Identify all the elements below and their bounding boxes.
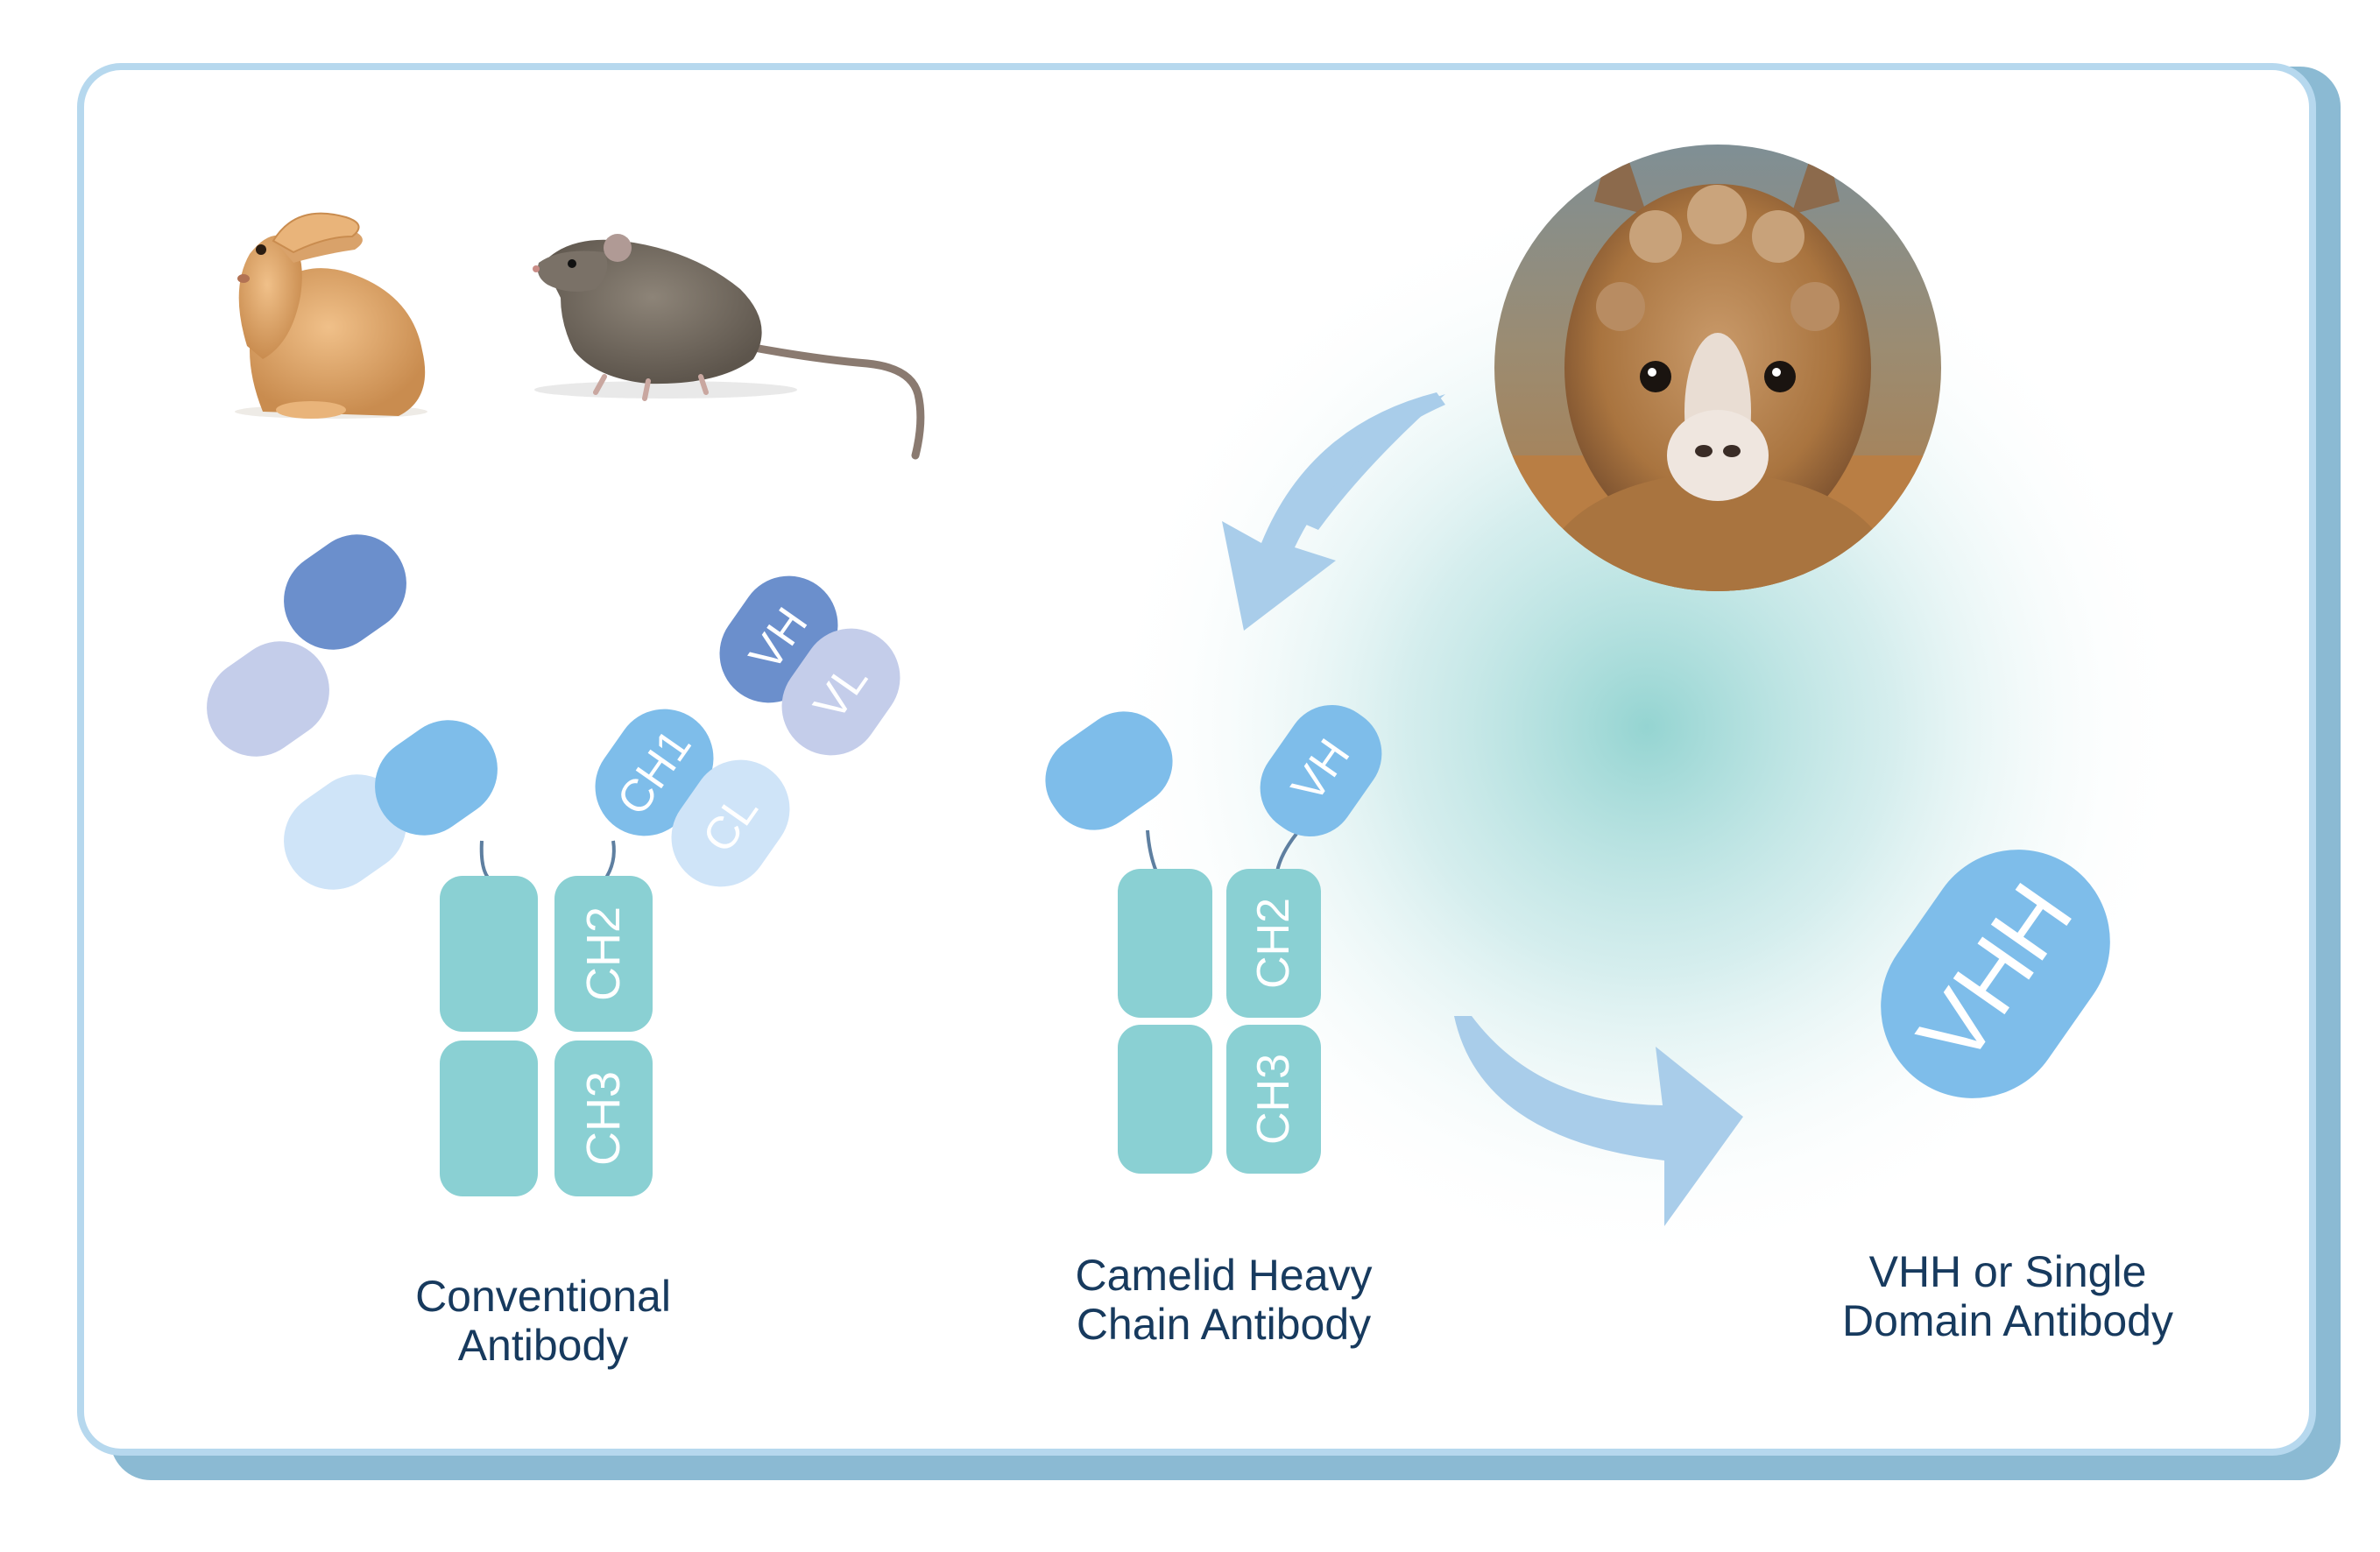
alpaca-photo (1494, 145, 1941, 591)
caption-vhh-line-1: VHH or Single (1868, 1247, 2147, 1296)
heavy-chain-ch2-right (554, 876, 653, 1032)
caption-conventional-line-1: Conventional (415, 1272, 671, 1321)
right-light-constant: CL (671, 759, 790, 887)
conventional-antibody: CH2 CH3 VH VL CH1 CL (207, 534, 900, 1196)
caption-camelid-line-2: Chain Antibody (1076, 1300, 1372, 1349)
camelid-ch2-right (1226, 869, 1321, 1018)
heavy-chain-ch3-right (554, 1041, 653, 1196)
label-ch3: CH3 (577, 1071, 630, 1166)
arrow-camelid-to-vhh (1454, 1016, 1743, 1226)
caption-vhh-antibody: VHH or Single Domain Antibody (1762, 1247, 2253, 1345)
camelid-right-vh: VH (1260, 704, 1382, 837)
caption-conventional-line-2: Antibody (457, 1321, 629, 1370)
left-heavy-variable (284, 534, 406, 650)
camelid-label-ch2: CH2 (1248, 898, 1299, 989)
caption-vhh-line-2: Domain Antibody (1841, 1296, 2173, 1345)
camelid-ch2-left (1118, 869, 1212, 1018)
caption-conventional-antibody: Conventional Antibody (298, 1272, 788, 1370)
camelid-ch3-right (1226, 1025, 1321, 1174)
camelid-label-ch3: CH3 (1248, 1054, 1299, 1145)
caption-camelid-antibody: Camelid Heavy Chain Antibody (978, 1251, 1469, 1349)
left-light-variable (207, 641, 329, 757)
camelid-antibody: CH2 CH3 VH (1045, 704, 1382, 1174)
camelid-hinge-left (1146, 829, 1158, 872)
left-light-constant (284, 774, 406, 890)
camelid-hinge-right (1275, 832, 1298, 872)
label-ch2: CH2 (577, 907, 630, 1001)
rabbit-photo (235, 212, 427, 419)
vhh-domain: VHH (1881, 850, 2110, 1098)
caption-camelid-line-1: Camelid Heavy (1075, 1251, 1373, 1300)
heavy-chain-ch3-left (440, 1041, 538, 1196)
heavy-chain-ch2-left (440, 876, 538, 1032)
camelid-ch3-left (1118, 1025, 1212, 1174)
camelid-left-vh (1045, 711, 1173, 830)
arrow-alpaca-to-camelid (1222, 392, 1445, 631)
left-heavy-ch1 (375, 720, 498, 836)
right-light-variable: VL (781, 628, 900, 756)
rat-photo (533, 234, 925, 460)
